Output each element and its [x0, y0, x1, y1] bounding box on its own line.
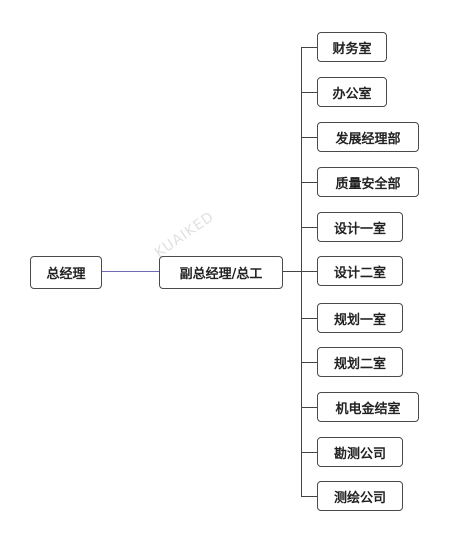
child-node[interactable]: 设计一室 [317, 212, 403, 242]
branch-connector-11 [301, 496, 318, 497]
middle-node[interactable]: 副总经理/总工 [159, 256, 283, 289]
branch-connector-1 [301, 47, 318, 48]
root-node[interactable]: 总经理 [30, 256, 102, 289]
branch-connector-9 [301, 407, 318, 408]
child-node[interactable]: 办公室 [317, 77, 387, 107]
child-node-label: 财务室 [332, 41, 372, 57]
root-to-middle-connector [101, 271, 160, 272]
root-node-label: 总经理 [46, 267, 86, 282]
branch-connector-6 [301, 271, 318, 272]
branch-connector-2 [301, 92, 318, 93]
child-node[interactable]: 勘测公司 [317, 437, 403, 467]
child-node[interactable]: 规划二室 [317, 347, 403, 377]
branch-connector-7 [301, 318, 318, 319]
child-node-label: 办公室 [332, 86, 372, 102]
child-node-label: 发展经理部 [335, 131, 401, 147]
watermark-text: KUAIKED [152, 208, 218, 262]
child-node-label: 设计二室 [333, 265, 386, 281]
branch-connector-4 [301, 182, 318, 183]
middle-node-label: 副总经理/总工 [179, 267, 263, 282]
child-node-label: 规划一室 [333, 312, 386, 328]
child-node[interactable]: 规划一室 [317, 303, 403, 333]
child-node-label: 测绘公司 [333, 490, 386, 506]
child-node-label: 机电金结室 [335, 401, 401, 417]
child-node[interactable]: 机电金结室 [317, 392, 419, 422]
child-node[interactable]: 设计二室 [317, 256, 403, 286]
branch-connector-5 [301, 227, 318, 228]
watermark: KUAIKED [152, 209, 217, 261]
middle-to-trunk-connector [282, 271, 302, 272]
child-node-label: 质量安全部 [335, 176, 401, 192]
child-node-label: 勘测公司 [333, 446, 386, 462]
branch-connector-3 [301, 137, 318, 138]
child-node[interactable]: 财务室 [317, 32, 387, 62]
child-node[interactable]: 发展经理部 [317, 122, 419, 152]
child-node-label: 设计一室 [333, 221, 386, 237]
child-node[interactable]: 质量安全部 [317, 167, 419, 197]
child-node[interactable]: 测绘公司 [317, 481, 403, 511]
child-node-label: 规划二室 [333, 356, 386, 372]
branch-connector-8 [301, 362, 318, 363]
branch-connector-10 [301, 452, 318, 453]
